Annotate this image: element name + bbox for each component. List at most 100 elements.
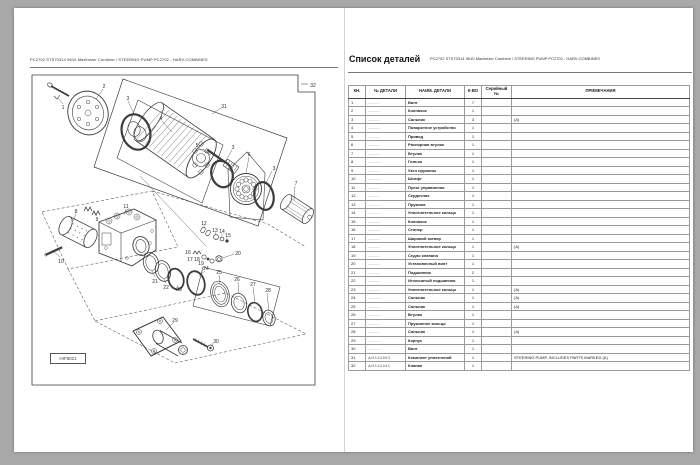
diagram-callout: 28	[265, 288, 271, 294]
right-page-header: PC2702 STS70314 9610 Maximizer Combine /…	[430, 56, 600, 61]
parts-table: КН. № ДЕТАЛИ НАИМ. ДЕТАЛИ К-ВО Серийный …	[348, 85, 690, 371]
part-pin-10	[44, 246, 63, 258]
cell-note: (A)	[511, 242, 690, 252]
cell-serial	[481, 140, 512, 150]
part-flange-29	[132, 316, 188, 357]
cell-qty: 1	[464, 318, 482, 329]
cell-part: ........	[365, 165, 406, 176]
cell-part: ........	[365, 284, 406, 295]
cell-serial	[481, 131, 512, 142]
cell-qty: 1	[464, 216, 482, 227]
cell-serial	[481, 327, 512, 337]
table-header-row: КН. № ДЕТАЛИ НАИМ. ДЕТАЛИ К-ВО Серийный …	[348, 85, 690, 99]
col-header-notes: ПРИМЕЧАНИЯ	[511, 85, 690, 99]
cell-serial	[481, 293, 512, 303]
cell-kn: 32	[348, 361, 366, 371]
cell-part: ........	[365, 114, 406, 125]
cell-note	[511, 174, 690, 184]
cell-serial	[481, 174, 512, 184]
dashed-boundaries	[41, 190, 307, 364]
cell-qty: 1	[464, 131, 482, 142]
cell-serial	[481, 250, 512, 261]
part-screw-1	[47, 82, 70, 105]
cell-name: Подшипник	[405, 267, 465, 278]
diagram-callout: 7	[295, 181, 298, 187]
cell-note	[511, 216, 690, 227]
cell-note: (A)	[511, 284, 690, 295]
cell-part: ........	[365, 131, 406, 142]
part-drum-4	[133, 101, 217, 179]
diagram-callout: 14	[219, 229, 225, 235]
cell-kn: 26	[348, 310, 366, 320]
diagram-callout: 25	[216, 270, 222, 276]
cell-part: ........	[365, 276, 406, 286]
cell-name: Сальник	[405, 114, 465, 125]
page-divider	[344, 8, 345, 452]
cell-kn: 18	[348, 242, 366, 252]
cell-part: ........	[365, 182, 406, 193]
cell-qty: 1	[464, 327, 482, 337]
cell-note: (A)	[511, 327, 690, 337]
cell-qty: 1	[464, 123, 482, 133]
cell-qty: 1	[464, 165, 482, 176]
cell-qty: 1	[464, 352, 482, 363]
diagram-callout: 32	[310, 83, 316, 89]
cell-name: Уплотнительное кольцо	[405, 208, 465, 218]
diagram-callout: 27	[250, 282, 256, 288]
cell-kn: 15	[348, 216, 366, 227]
part-bolt-30	[192, 337, 214, 352]
diagram-callout: 26	[234, 277, 240, 283]
cell-kn: 5	[348, 131, 366, 142]
cell-serial	[481, 301, 512, 312]
cell-note	[511, 148, 690, 159]
cell-name: Уплотнительное кольцо	[405, 242, 465, 252]
cell-name: Винт	[405, 344, 465, 354]
cell-kn: 21	[348, 267, 366, 278]
part-rotor-6	[230, 156, 262, 205]
diagram-callout: 1	[62, 105, 65, 111]
left-header-rule	[30, 67, 338, 68]
part-cover-plate-2	[67, 88, 109, 136]
cell-qty: 1	[464, 233, 482, 244]
cell-kn: 25	[348, 301, 366, 312]
cell-name: Игольчатый подшипник	[405, 276, 465, 286]
cell-serial	[481, 310, 512, 320]
cell-name: Втулка	[405, 310, 465, 320]
diagram-callout: 19	[198, 261, 204, 267]
cell-serial	[481, 233, 512, 244]
cell-qty: 1	[464, 361, 482, 371]
part-housing-11	[98, 208, 157, 267]
cell-part: ........	[365, 208, 406, 218]
cell-qty: 1	[464, 293, 482, 303]
cell-note	[511, 259, 690, 269]
cell-kn: 17	[348, 233, 366, 244]
cell-note	[511, 199, 690, 210]
col-header-part: № ДЕТАЛИ	[365, 85, 406, 99]
cell-serial	[481, 242, 512, 252]
cell-qty: 1	[464, 259, 482, 269]
cell-part: ........	[365, 140, 406, 150]
cell-note: (A)	[511, 301, 690, 312]
cell-serial	[481, 97, 512, 108]
cell-note	[511, 123, 690, 133]
parts-table-wrap: КН. № ДЕТАЛИ НАИМ. ДЕТАЛИ К-ВО Серийный …	[348, 85, 690, 371]
cell-kn: 6	[348, 140, 366, 150]
cell-part: ........	[365, 301, 406, 312]
cell-name: Сальник	[405, 327, 465, 337]
cell-name: Пружинное кольцо	[405, 318, 465, 329]
cell-serial	[481, 123, 512, 133]
diagram-callout: 5	[196, 143, 199, 149]
cell-kn: 19	[348, 250, 366, 261]
diagram-callout: 29	[172, 318, 178, 324]
